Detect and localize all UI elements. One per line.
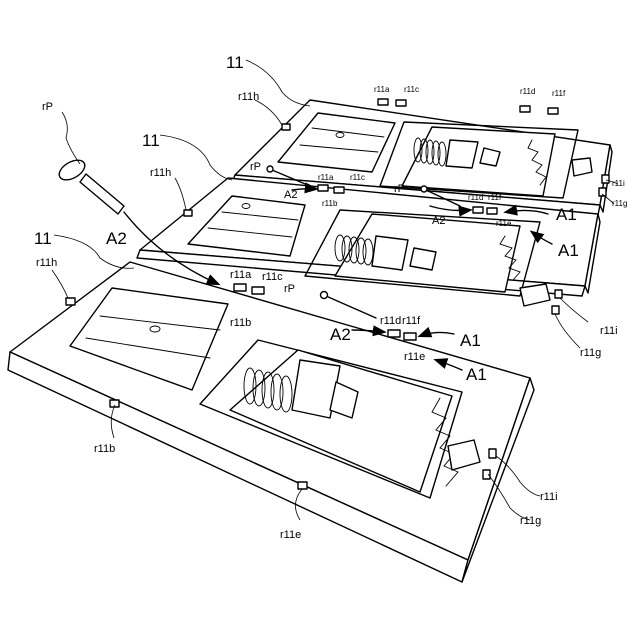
- connector-r11c-front: [252, 287, 264, 294]
- label-r11e-front: r11e: [280, 529, 301, 541]
- label-rp-mid: rP: [394, 183, 405, 195]
- rod-rp-front: [321, 292, 377, 319]
- label-r11g-front: r11g: [520, 515, 541, 527]
- connector-r11g-mid: [552, 306, 559, 314]
- connector-r11h-back: [282, 124, 290, 130]
- connector-r11f-mid: [487, 208, 497, 214]
- connector-r11a-front: [234, 284, 246, 291]
- label-r11d-mid: r11d: [468, 193, 483, 202]
- connector-r11f-front: [404, 333, 416, 340]
- label-r11h-mid: r11h: [150, 167, 171, 179]
- label-a1-mid: A1: [558, 241, 579, 260]
- label-a1-front: A1: [460, 331, 481, 350]
- label-rp-front: rP: [284, 283, 295, 295]
- label-rp-large: rP: [42, 101, 53, 113]
- label-r11b-mid: r11b: [322, 199, 338, 208]
- label-r11i-back: r11i: [612, 179, 625, 188]
- label-r11c-back: r11c: [404, 85, 419, 94]
- rod-rp-large: [56, 156, 124, 214]
- connector-r11d-mid: [473, 207, 483, 213]
- label-r11f-mid: r11f: [488, 193, 502, 202]
- connector-r11g-front: [483, 470, 490, 479]
- label-panel-11-mid: 11: [142, 131, 160, 150]
- label-r11e-front-top: r11e: [404, 351, 425, 363]
- label-a2-back-right: A2: [432, 215, 445, 227]
- label-r11i-front: r11i: [540, 491, 558, 503]
- label-r11g-mid: r11g: [580, 347, 601, 359]
- mechanism-block: [446, 140, 478, 168]
- side-block: [572, 158, 592, 176]
- connector-r11i-front: [489, 449, 496, 458]
- label-r11e-mid: r11e: [496, 219, 512, 228]
- label-r11h-back: r11h: [238, 91, 259, 103]
- label-r11a-mid: r11a: [318, 173, 334, 182]
- connector-r11e-front: [298, 482, 307, 489]
- label-a2-front: A2: [330, 325, 351, 344]
- label-r11g-back: r11g: [612, 199, 627, 208]
- panel-front: [8, 262, 534, 582]
- label-r11c-mid: r11c: [350, 173, 365, 182]
- connector-r11c-mid: [334, 187, 344, 193]
- connector-r11a-mid: [318, 185, 328, 191]
- label-r11a-back: r11a: [374, 85, 390, 94]
- connector-r11h-front: [66, 298, 75, 305]
- label-r11h-front: r11h: [36, 257, 57, 269]
- label-r11c-front: r11c: [262, 271, 283, 283]
- connector-r11a-back: [378, 99, 388, 105]
- connector-r11i-back: [602, 175, 609, 183]
- connector-r11i-mid: [555, 290, 562, 298]
- label-r11d-back: r11d: [520, 87, 535, 96]
- label-a1-back: A1: [556, 205, 577, 224]
- label-r11f-front: r11f: [402, 315, 421, 327]
- label-panel-11-front: 11: [34, 229, 52, 248]
- mechanism-latch: [480, 148, 500, 166]
- label-r11d-front: r11d: [380, 315, 401, 327]
- arrow-a1-front: [420, 332, 454, 336]
- connector-r11f-back: [548, 108, 558, 114]
- label-r11b-front: r11b: [94, 443, 115, 455]
- connector-r11c-back: [396, 100, 406, 106]
- label-panel-11-back: 11: [226, 53, 244, 72]
- connector-r11d-back: [520, 106, 530, 112]
- mechanism-latch: [410, 248, 436, 270]
- label-r11f-back: r11f: [552, 89, 566, 98]
- label-a1-front-low: A1: [466, 365, 487, 384]
- label-r11b-front-top: r11b: [230, 317, 251, 329]
- label-r11i-mid: r11i: [600, 325, 618, 337]
- label-a2-back: A2: [284, 189, 297, 201]
- mechanism-block: [372, 236, 408, 270]
- connector-r11d-front: [388, 330, 400, 337]
- label-rp-back: rP: [250, 161, 261, 173]
- label-a2-large: A2: [106, 229, 127, 248]
- side-block: [520, 284, 550, 306]
- label-r11a-front: r11a: [230, 269, 252, 281]
- connector-r11h-mid: [184, 210, 192, 216]
